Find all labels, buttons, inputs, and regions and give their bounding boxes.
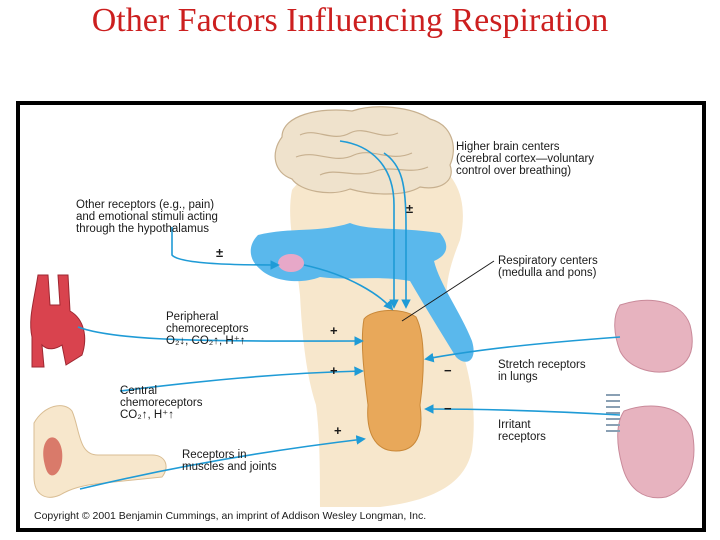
- lung-lower: [617, 405, 695, 499]
- hypothalamus-spot: [278, 254, 304, 272]
- brain-shape: [274, 106, 454, 195]
- respiratory-center: [361, 310, 424, 452]
- copyright-line: Copyright © 2001 Benjamin Cummings, an i…: [34, 510, 427, 522]
- label-respiratory-centers: Respiratory centers(medulla and pons): [498, 255, 598, 279]
- sign-muscles: +: [334, 423, 342, 438]
- arrow-muscles: [79, 435, 366, 490]
- arrow-other-receptors: [171, 227, 280, 270]
- arm: [33, 405, 167, 498]
- sign-brain: ±: [406, 201, 414, 216]
- brainstem-region: [250, 223, 474, 362]
- lung-upper: [614, 299, 693, 373]
- arrow-central: [119, 366, 364, 392]
- respiration-diagram: [30, 106, 695, 508]
- label-other-receptors: Other receptors (e.g., pain)and emotiona…: [76, 199, 218, 235]
- sign-peripheral: +: [330, 323, 338, 338]
- arrow-brain-to-center: [339, 140, 399, 309]
- arrow-brain-line-2: [383, 152, 411, 309]
- pointer-respiratory-centers: [401, 260, 495, 322]
- diagram-panel: Higher brain centers(cerebral cortex—vol…: [20, 105, 702, 528]
- page-title: Other Factors Influencing Respiration: [91, 2, 609, 39]
- label-higher-brain: Higher brain centers(cerebral cortex—vol…: [456, 141, 595, 177]
- sign-stretch: −: [444, 363, 452, 378]
- sign-central: +: [330, 363, 338, 378]
- diagram-frame: Higher brain centers(cerebral cortex—vol…: [16, 101, 706, 532]
- arrow-irritant: [424, 404, 621, 416]
- trachea: [606, 394, 620, 432]
- arrow-hypothalamus-to-center: [303, 264, 394, 311]
- aorta: [30, 274, 86, 368]
- arrow-peripheral: [77, 326, 364, 346]
- sign-irritant: −: [444, 401, 452, 416]
- sign-hypothalamus: ±: [216, 245, 224, 260]
- arrow-stretch: [424, 336, 621, 363]
